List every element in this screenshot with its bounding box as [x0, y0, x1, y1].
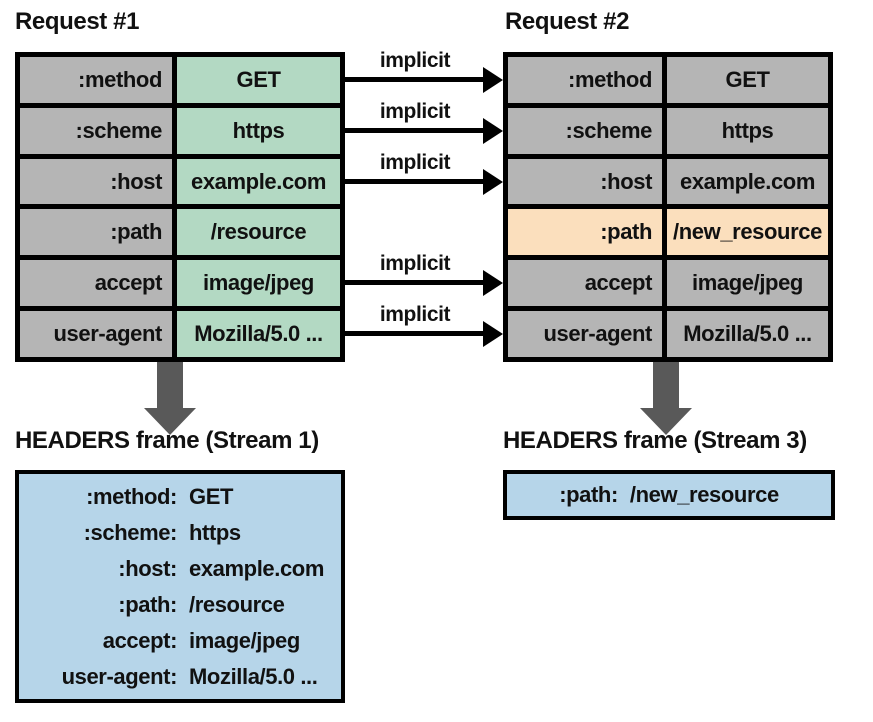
header-value-cell: /new_resource: [667, 209, 828, 256]
frame-header-line: accept: image/jpeg: [19, 623, 341, 659]
frame2-title: HEADERS frame (Stream 3): [503, 427, 807, 454]
arrow-head-icon: [144, 408, 196, 435]
implicit-arrow: implicit: [343, 49, 503, 93]
header-name-cell: :path: [20, 209, 172, 256]
header-name-cell: accept: [508, 260, 662, 307]
frame-header-name: accept:: [102, 628, 178, 653]
header-name-cell: :scheme: [508, 107, 662, 154]
arrow-shaft: [343, 331, 485, 337]
header-value-cell: example.com: [177, 158, 340, 205]
header-value-cell: GET: [667, 57, 828, 103]
frame-header-value: example.com: [189, 556, 325, 581]
arrow-head-icon: [483, 66, 503, 93]
implicit-arrow: implicit: [343, 151, 503, 195]
header-value-cell: example.com: [667, 158, 828, 205]
header-value-cell: image/jpeg: [177, 260, 340, 307]
frame1-title: HEADERS frame (Stream 1): [15, 427, 319, 454]
frame-header-value: Mozilla/5.0 ...: [189, 664, 318, 689]
header-name-cell: :method: [508, 57, 662, 103]
header-value-cell: https: [667, 107, 828, 154]
header-name-cell: :method: [20, 57, 172, 103]
frame-header-line: user-agent: Mozilla/5.0 ...: [19, 659, 341, 695]
header-name-cell: user-agent: [20, 311, 172, 357]
frame-header-value: image/jpeg: [189, 628, 300, 653]
header-name-cell: user-agent: [508, 311, 662, 357]
arrow-shaft: [343, 178, 485, 184]
implicit-arrow-label: implicit: [379, 99, 451, 123]
down-arrow-request2-to-frame2: [640, 362, 692, 435]
header-name-cell: :host: [20, 158, 172, 205]
arrow-shaft: [343, 127, 485, 133]
implicit-arrow: implicit: [343, 303, 503, 348]
implicit-arrow-label: implicit: [379, 303, 451, 327]
implicit-arrow: implicit: [343, 100, 503, 144]
request1-title: Request #1: [15, 8, 140, 35]
arrow-shaft: [653, 362, 679, 408]
implicit-arrow-label: implicit: [379, 150, 451, 174]
header-value-cell: https: [177, 107, 340, 154]
arrow-head-icon: [483, 168, 503, 195]
header-value-cell: Mozilla/5.0 ...: [177, 311, 340, 357]
implicit-arrow: implicit: [343, 252, 503, 297]
header-name-cell: :host: [508, 158, 662, 205]
arrow-shaft: [157, 362, 183, 408]
frame-header-name: :host:: [118, 556, 177, 581]
frame-header-line: :host: example.com: [19, 551, 341, 587]
frame-header-name: :path:: [559, 482, 618, 507]
frame-header-value: https: [189, 520, 241, 545]
header-value-cell: GET: [177, 57, 340, 103]
frame-header-value: GET: [189, 484, 234, 509]
arrow-shaft: [343, 280, 485, 286]
arrow-head-icon: [483, 117, 503, 144]
frame-header-value: /resource: [189, 592, 285, 617]
arrow-head-icon: [640, 408, 692, 435]
arrow-head-icon: [483, 321, 503, 348]
header-name-cell: :scheme: [20, 107, 172, 154]
header-name-cell: accept: [20, 260, 172, 307]
frame-header-line: :path: /resource: [19, 587, 341, 623]
frame-header-value: /new_resource: [629, 482, 779, 507]
header-value-cell: image/jpeg: [667, 260, 828, 307]
header-name-cell: :path: [508, 209, 662, 256]
header-value-cell: /resource: [177, 209, 340, 256]
frame-header-line: :scheme: https: [19, 515, 341, 551]
headers-frame-stream1-box: :method: GET :scheme: https :host: example.co…: [15, 470, 345, 703]
arrow-head-icon: [483, 270, 503, 297]
frame-header-name: :path:: [118, 592, 177, 617]
down-arrow-request1-to-frame1: [144, 362, 196, 435]
header-value-cell: Mozilla/5.0 ...: [667, 311, 828, 357]
request2-title: Request #2: [505, 8, 630, 35]
arrow-shaft: [343, 76, 485, 82]
implicit-arrow-label: implicit: [379, 252, 451, 276]
frame-header-line: :method: GET: [19, 479, 341, 515]
headers-frame-stream3-box: :path: /new_resource: [503, 470, 835, 520]
frame-header-name: :method:: [86, 484, 177, 509]
implicit-arrow-label: implicit: [379, 48, 451, 72]
frame-header-name: :scheme:: [83, 520, 178, 545]
frame-header-name: user-agent:: [61, 664, 178, 689]
